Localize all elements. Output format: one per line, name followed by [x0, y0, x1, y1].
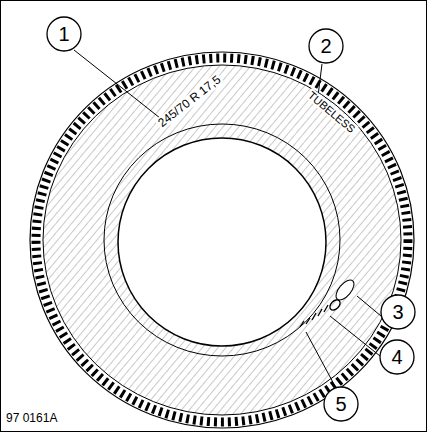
- callout-circle: 5: [323, 386, 359, 422]
- bead-line: [104, 124, 340, 356]
- callout-ring: [324, 387, 358, 421]
- rim-hole: [118, 138, 326, 346]
- dot-mark: [333, 277, 358, 303]
- callout-circle: 2: [308, 28, 344, 64]
- tire-outer: [30, 52, 414, 428]
- callout-circle: 1: [46, 16, 82, 52]
- sidewall: [43, 65, 401, 415]
- callout-number: 1: [46, 16, 82, 52]
- leader-lines: [74, 50, 381, 388]
- callout-ring: [380, 340, 414, 374]
- callout-ring: [309, 29, 343, 63]
- callout-ring: [47, 17, 81, 51]
- callout-circle: 4: [379, 339, 415, 375]
- figure-number: 97 0161A: [4, 412, 59, 425]
- date-code-marks: [300, 298, 342, 327]
- callout-circle: 3: [380, 294, 416, 330]
- callout-number: 5: [323, 386, 359, 422]
- tread-teeth: [36, 58, 408, 422]
- callout-ring: [381, 295, 415, 329]
- callout-number: 4: [379, 339, 415, 375]
- callout-number: 2: [308, 28, 344, 64]
- callout-number: 3: [380, 294, 416, 330]
